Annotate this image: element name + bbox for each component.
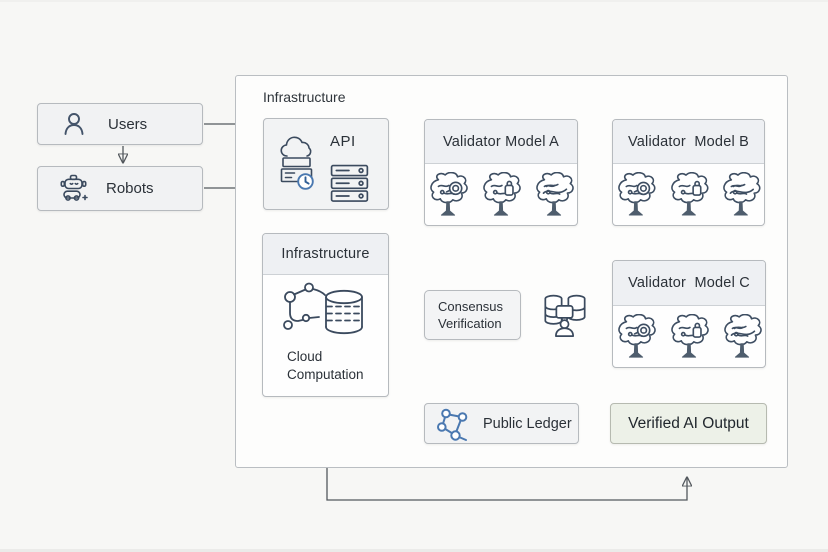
robots-label: Robots <box>106 180 154 197</box>
model-tree-icon <box>478 172 524 220</box>
infrastructure-inner-node: Infrastructure Cloud Computa <box>262 233 389 397</box>
validator-model-b-label: Validator Model B <box>627 133 749 150</box>
validator-model-a-label: Validator Model A <box>443 133 559 150</box>
consensus-label-line1: Consensus <box>438 299 504 314</box>
bottom-edge-line <box>0 549 828 552</box>
cloud-computation-caption-line2: Computation <box>287 367 364 382</box>
validator-model-a-node: Validator Model A <box>424 119 578 226</box>
model-tree-icon <box>666 172 712 220</box>
api-node: API <box>263 118 389 210</box>
robot-icon <box>60 174 88 201</box>
verified-ai-output-label: Verified AI Output <box>628 414 749 432</box>
users-node: Users <box>37 103 203 145</box>
model-tree-icon <box>719 314 765 362</box>
api-label: API <box>330 133 356 150</box>
validator-model-c-label: Validator Model C <box>628 275 750 291</box>
cloud-computation-icon <box>283 282 363 335</box>
model-tree-icon <box>613 172 659 220</box>
model-tree-icon <box>425 172 471 220</box>
validator-model-b-node: Validator Model B <box>612 119 765 226</box>
model-tree-icon <box>531 172 577 220</box>
cloud-server-icon <box>280 136 314 190</box>
user-icon <box>64 113 84 135</box>
cloud-computation-caption-line1: Cloud <box>287 349 323 364</box>
public-ledger-label: Public Ledger <box>483 416 572 432</box>
model-tree-icon <box>666 314 712 362</box>
users-label: Users <box>108 115 148 133</box>
infrastructure-container-label: Infrastructure <box>263 89 346 105</box>
server-rack-icon <box>330 164 369 202</box>
infrastructure-inner-header: Infrastructure <box>281 246 370 262</box>
model-tree-icon <box>613 314 659 362</box>
network-graph-icon <box>437 408 468 441</box>
robots-node: Robots <box>37 166 203 211</box>
top-edge-line <box>0 0 828 2</box>
consensus-verification-node: Consensus Verification <box>424 290 521 340</box>
model-tree-icon <box>718 172 764 220</box>
database-cluster-icon <box>544 294 586 337</box>
public-ledger-node: Public Ledger <box>424 403 579 444</box>
verified-ai-output-node: Verified AI Output <box>610 403 767 444</box>
validator-model-c-node: Validator Model C <box>612 260 766 368</box>
consensus-label-line2: Verification <box>438 315 502 331</box>
